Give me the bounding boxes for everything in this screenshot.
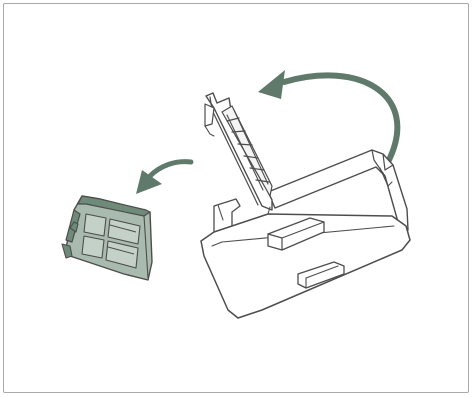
tray-with-open-lid <box>200 92 411 319</box>
removed-filter-cartridge <box>61 195 153 281</box>
hinged-filter-frame <box>204 92 273 211</box>
close-lid-arrow <box>258 70 401 163</box>
remove-filter-arrow <box>136 159 194 194</box>
